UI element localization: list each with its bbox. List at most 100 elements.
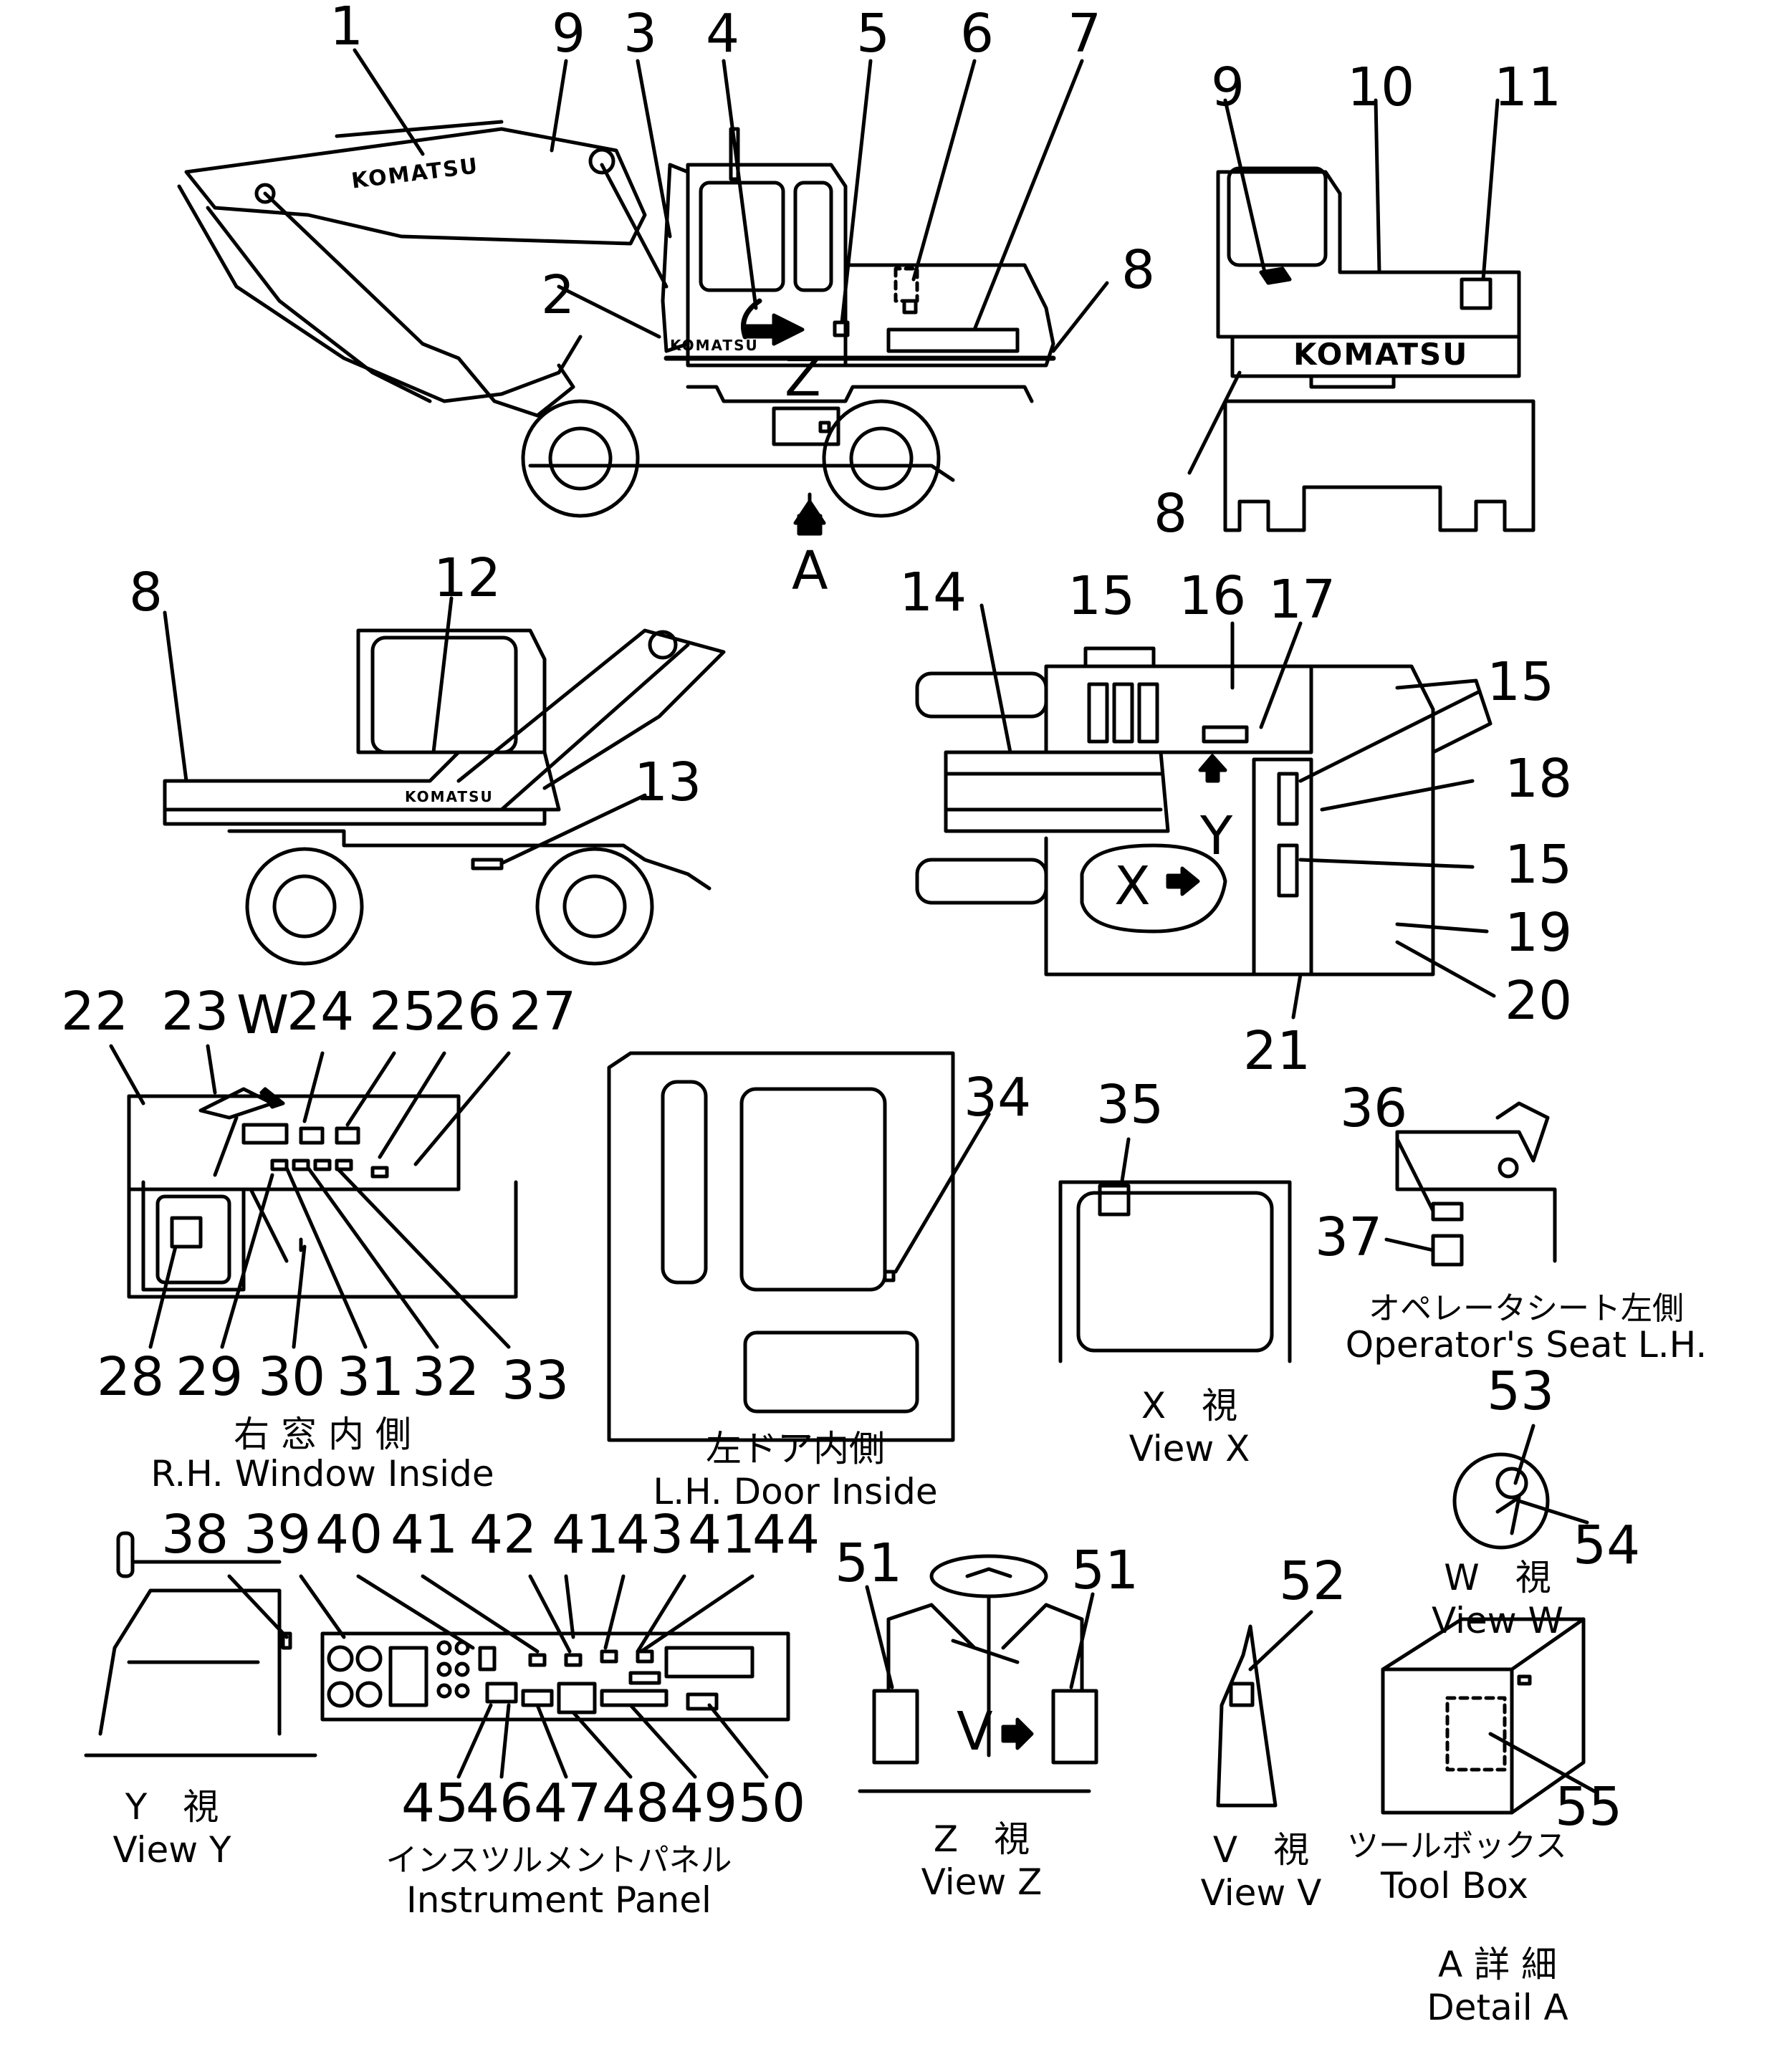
instrument-panel (320, 1631, 790, 1722)
view-letter-v: V (957, 1701, 993, 1762)
callout-15-lower: 15 (1505, 834, 1573, 896)
callout-34: 34 (964, 1067, 1032, 1128)
callout-31: 31 (337, 1346, 405, 1408)
callout-50: 50 (738, 1773, 806, 1834)
excavator-top-view (915, 664, 1493, 977)
caption-toolbox-jp: ツールボックス (1347, 1828, 1567, 1864)
callout-22: 22 (61, 981, 129, 1042)
caption-view-w-en: View W (1432, 1600, 1563, 1641)
view-v (1216, 1624, 1278, 1808)
caption-view-v-jp: V 視 (1212, 1829, 1310, 1871)
callout-43: 43 (616, 1504, 684, 1565)
callout-15-right: 15 (1487, 651, 1555, 713)
callout-23: 23 (161, 981, 229, 1042)
rh-window-inside (127, 1087, 518, 1299)
view-x (1058, 1180, 1292, 1363)
callout-11: 11 (1494, 57, 1562, 118)
callout-7: 7 (1068, 3, 1102, 64)
callout-9-rear: 9 (1211, 57, 1245, 118)
caption-panel-jp: インスツルメントパネル (385, 1842, 732, 1879)
callout-45: 45 (401, 1773, 469, 1834)
callout-29: 29 (176, 1346, 244, 1408)
view-letter-w: W (236, 984, 289, 1046)
caption-toolbox-en: Tool Box (1381, 1865, 1528, 1906)
excavator-rear-view (1216, 166, 1536, 532)
excavator-right-view (163, 628, 726, 966)
callout-2: 2 (541, 264, 575, 326)
brand-logo-rear: KOMATSU (1293, 337, 1469, 372)
callout-1: 1 (330, 0, 364, 57)
callout-8-side: 8 (1121, 239, 1156, 301)
callout-41-c: 41 (688, 1504, 756, 1565)
callout-9-side: 9 (552, 3, 586, 64)
caption-lh-door-jp: 左ドア内側 (706, 1428, 885, 1469)
callout-54: 54 (1573, 1515, 1641, 1576)
callout-20: 20 (1505, 970, 1573, 1032)
callout-35: 35 (1096, 1074, 1164, 1136)
callout-41-a: 41 (391, 1504, 459, 1565)
callout-16: 16 (1179, 565, 1247, 627)
callout-51-right: 51 (1071, 1540, 1139, 1601)
view-z (858, 1554, 1098, 1793)
callout-52: 52 (1279, 1550, 1347, 1612)
caption-detail-a-jp: A 詳 細 (1438, 1944, 1557, 1985)
callout-17: 17 (1268, 569, 1336, 630)
callout-40: 40 (315, 1504, 383, 1565)
callout-8-right: 8 (129, 562, 163, 623)
callout-21: 21 (1243, 1020, 1311, 1082)
callout-8-rear: 8 (1154, 483, 1188, 545)
caption-seat-jp: オペレータシート左側 (1369, 1290, 1684, 1327)
callout-4: 4 (706, 3, 740, 64)
callout-55: 55 (1555, 1776, 1623, 1838)
callout-44: 44 (752, 1504, 820, 1565)
callout-53: 53 (1487, 1361, 1555, 1422)
callout-25: 25 (369, 981, 437, 1042)
caption-seat-en: Operator's Seat L.H. (1345, 1324, 1707, 1366)
callout-36: 36 (1340, 1078, 1408, 1139)
callout-10: 10 (1347, 57, 1415, 118)
caption-view-w-jp: W 視 (1444, 1557, 1551, 1598)
caption-view-v-en: View V (1200, 1872, 1322, 1914)
view-letter-x: X (1114, 855, 1151, 917)
caption-lh-door-en: L.H. Door Inside (653, 1471, 938, 1512)
callout-47: 47 (534, 1773, 602, 1834)
callout-48: 48 (602, 1773, 670, 1834)
caption-rh-window-en: R.H. Window Inside (150, 1453, 494, 1495)
view-letter-a: A (792, 540, 828, 602)
callout-15-top: 15 (1068, 565, 1136, 627)
caption-view-y-en: View Y (112, 1829, 231, 1871)
brand-logo-cab: KOMATSU (670, 337, 759, 354)
callout-49: 49 (670, 1773, 738, 1834)
callout-18: 18 (1505, 748, 1573, 810)
callout-24: 24 (287, 981, 355, 1042)
callout-13: 13 (634, 752, 702, 813)
callout-27: 27 (509, 981, 577, 1042)
brand-logo-right: KOMATSU (405, 788, 494, 805)
caption-view-z-jp: Z 視 (933, 1818, 1030, 1860)
caption-detail-a-en: Detail A (1427, 1987, 1568, 2028)
callout-19: 19 (1505, 902, 1573, 964)
steering-wheel-view-w (1452, 1452, 1550, 1550)
callout-12: 12 (433, 547, 502, 609)
callout-3: 3 (623, 3, 658, 64)
lh-door-inside (607, 1051, 955, 1442)
callout-51-left: 51 (835, 1533, 903, 1594)
callout-6: 6 (960, 3, 995, 64)
tool-box (1381, 1617, 1586, 1815)
caption-rh-window-jp: 右 窓 内 側 (234, 1414, 411, 1455)
callout-46: 46 (466, 1773, 534, 1834)
callout-5: 5 (856, 3, 891, 64)
leader-lines (109, 48, 1596, 1793)
caption-view-z-en: View Z (921, 1861, 1043, 1903)
callout-28: 28 (97, 1346, 165, 1408)
callout-33: 33 (502, 1350, 570, 1411)
callout-37: 37 (1315, 1207, 1383, 1268)
callout-14: 14 (899, 562, 967, 623)
caption-view-x-en: View X (1129, 1428, 1250, 1469)
callout-26: 26 (433, 981, 502, 1042)
callout-38: 38 (161, 1504, 229, 1565)
callout-32: 32 (412, 1346, 480, 1408)
excavator-side-view (177, 120, 1056, 536)
